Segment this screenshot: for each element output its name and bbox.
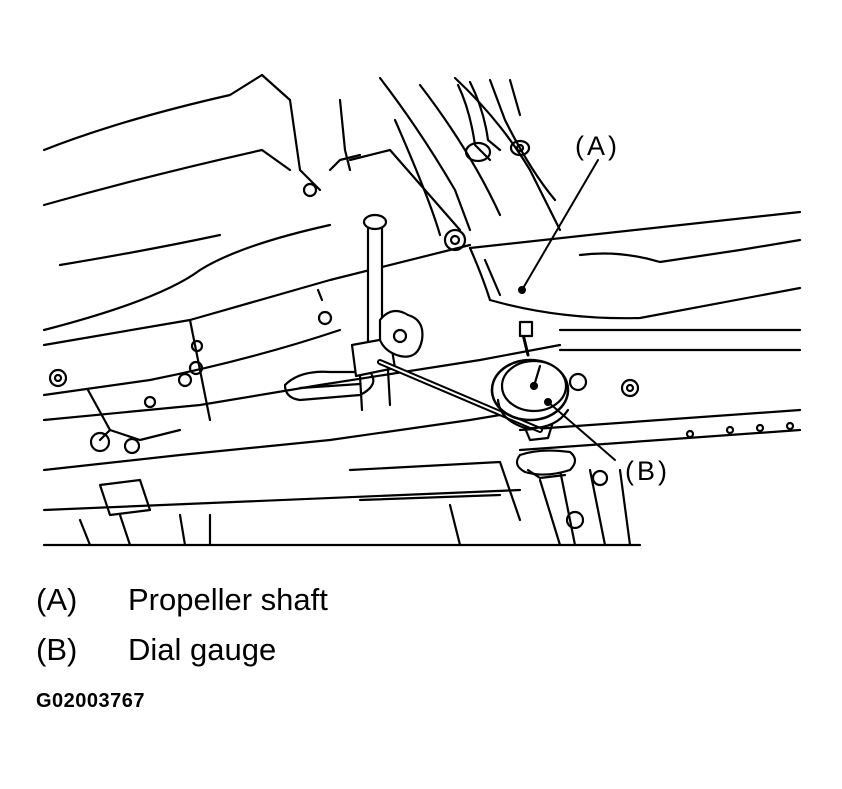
legend-label: Propeller shaft — [128, 582, 328, 617]
legend-label: Dial gauge — [128, 632, 277, 667]
dial-gauge — [490, 320, 577, 480]
gauge-stand — [350, 213, 543, 433]
callout-labels: (A) (B) — [575, 131, 670, 486]
bolts — [48, 182, 640, 530]
leader-lines — [518, 159, 616, 461]
vehicle-underbody — [42, 73, 562, 332]
propeller-shaft-runout-illustration: (A) (B) — [42, 73, 802, 547]
callout-a: (A) — [575, 131, 620, 161]
exhaust-pipe — [456, 80, 531, 163]
callout-b: (B) — [625, 456, 670, 486]
figure-id: G02003767 — [36, 690, 146, 712]
legend-key: (B) — [36, 632, 78, 667]
floor-panel — [42, 460, 642, 547]
legend-key: (A) — [36, 582, 78, 617]
propeller-shaft — [468, 210, 802, 452]
